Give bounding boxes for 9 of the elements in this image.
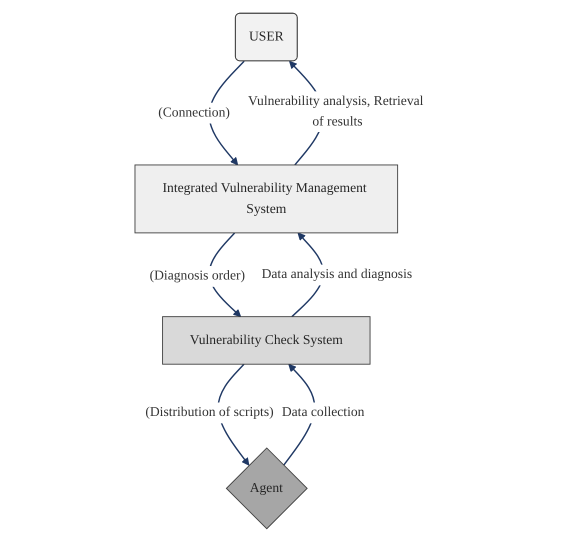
edge-label: Data collection — [282, 405, 364, 420]
node-box: Integrated Vulnerability Management System — [134, 164, 398, 234]
node-box: Vulnerability Check System — [162, 316, 370, 365]
edge-label: (Diagnosis order) — [150, 268, 246, 284]
edge-label: (Distribution of scripts) — [145, 405, 274, 420]
edge-label: (Connection) — [158, 105, 230, 120]
edge-label: Vulnerability analysis, Retrieval of results — [248, 94, 424, 129]
edge-label: Data analysis and diagnosis — [262, 267, 412, 282]
node-diamond: Agent — [226, 447, 308, 530]
